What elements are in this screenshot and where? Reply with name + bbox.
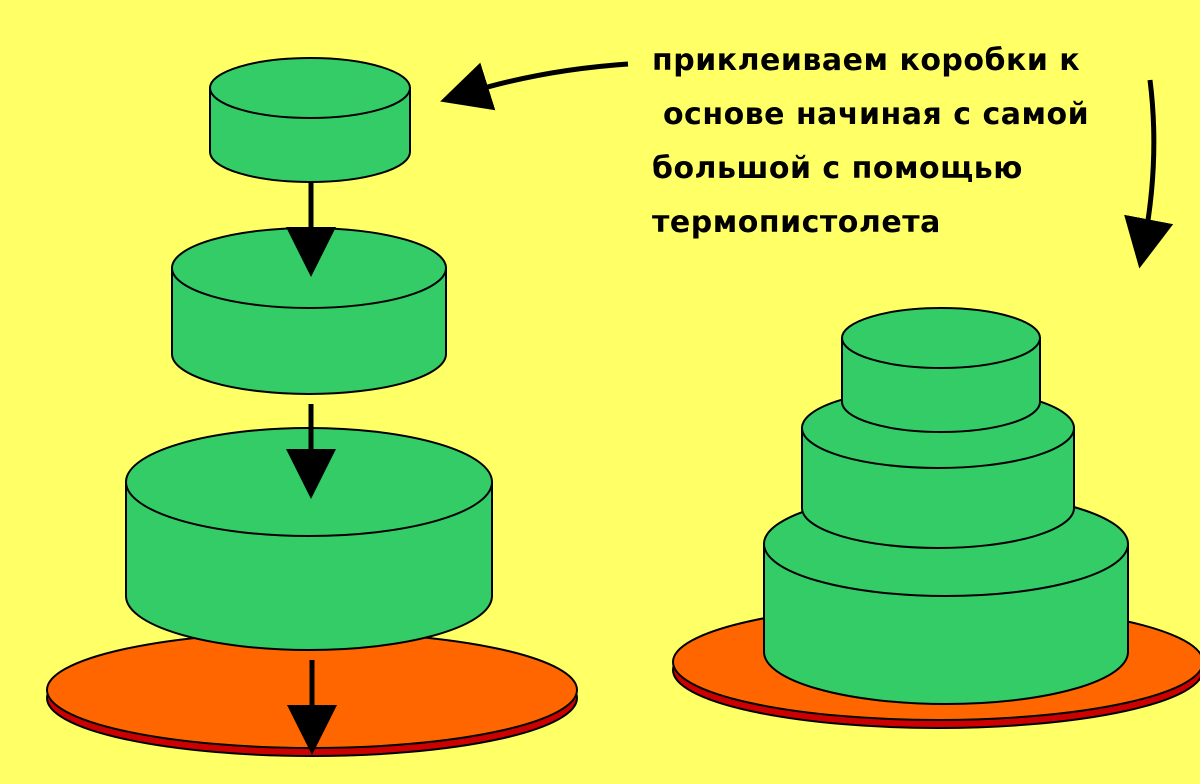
instruction-line: большой с помощью: [652, 151, 1023, 186]
exploded-stack: [46, 57, 578, 757]
small-box-left: [209, 57, 411, 183]
medium-box-left: [171, 227, 447, 395]
assembled-stack: [672, 307, 1200, 729]
arrow-curved-icon: [440, 61, 629, 111]
instruction-line: приклеиваем коробки к: [652, 43, 1081, 78]
instruction-line: основе начиная с самой: [652, 97, 1090, 132]
small-box-right: [841, 307, 1041, 433]
instruction-line: термопистолета: [652, 205, 941, 240]
arrow-curved-icon: [1124, 79, 1174, 269]
